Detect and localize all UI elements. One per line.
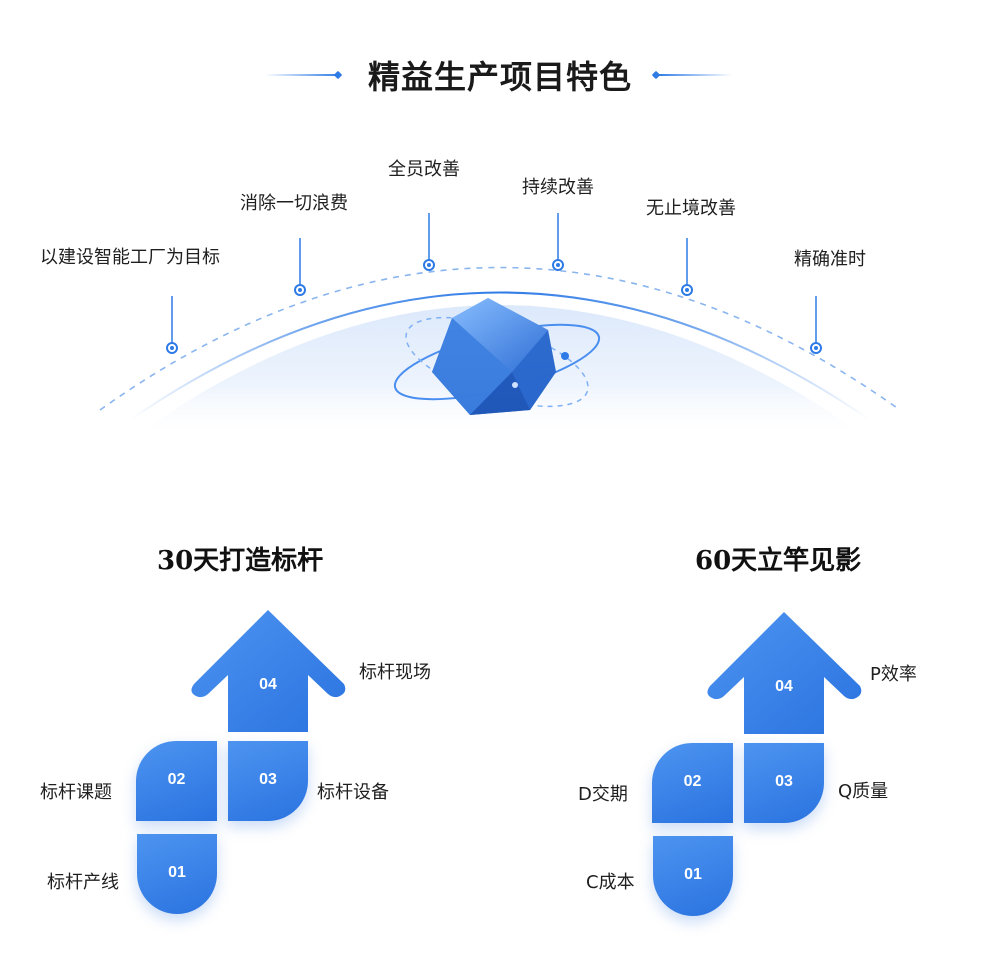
- right-step-04-arrow: [707, 612, 862, 734]
- left-step-03-number: 03: [259, 771, 277, 788]
- right-step-02-number: 02: [683, 773, 702, 790]
- feature-label-4: 持续改善: [522, 177, 594, 198]
- left-step-02-label: 标杆课题: [40, 782, 112, 803]
- right-step-03-block: 03: [744, 743, 824, 823]
- feature-label-2: 消除一切浪费: [240, 193, 348, 214]
- left-step-04-label: 标杆现场: [359, 662, 431, 683]
- left-step-04-arrow: [191, 610, 346, 732]
- left-step-01-label: 标杆产线: [47, 872, 119, 893]
- right-step-01-label: C成本: [586, 872, 635, 893]
- hemisphere-illustration: [99, 213, 901, 440]
- feature-label-5: 无止境改善: [646, 198, 736, 219]
- dome-dashed-arc: [99, 266, 901, 411]
- right-step-01-block: 01: [653, 836, 733, 916]
- left-step-02-block: 02: [136, 741, 217, 821]
- gem-with-orbits: [393, 298, 601, 415]
- feature-label-6: 精确准时: [794, 249, 866, 270]
- title-decor-right-line: [657, 74, 732, 76]
- left-step-03-label: 标杆设备: [317, 782, 389, 803]
- right-step-01-number: 01: [684, 866, 702, 883]
- left-block-title: 30天打造标杆: [157, 546, 324, 576]
- feature-label-1: 以建设智能工厂为目标: [40, 247, 220, 268]
- right-step-02-block: 02: [652, 743, 733, 823]
- page-title: 精益生产项目特色: [367, 58, 632, 96]
- left-step-03-block: 03: [228, 741, 308, 821]
- feature-label-3: 全员改善: [388, 159, 460, 180]
- right-step-02-label: D交期: [578, 784, 628, 805]
- left-step-01-number: 01: [168, 864, 186, 881]
- right-step-03-label: Q质量: [838, 781, 889, 802]
- right-step-04-label: P效率: [870, 664, 917, 685]
- left-step-01-block: 01: [137, 834, 217, 914]
- right-block-title: 60天立竿见影: [695, 546, 862, 576]
- dome-edge: [129, 291, 871, 421]
- feature-pins: [166, 213, 822, 354]
- left-step-04-number: 04: [259, 676, 277, 693]
- right-step-04-number: 04: [775, 678, 793, 695]
- right-step-03-number: 03: [775, 773, 793, 790]
- left-step-02-number: 02: [167, 771, 186, 788]
- title-decor-left-line: [265, 74, 340, 76]
